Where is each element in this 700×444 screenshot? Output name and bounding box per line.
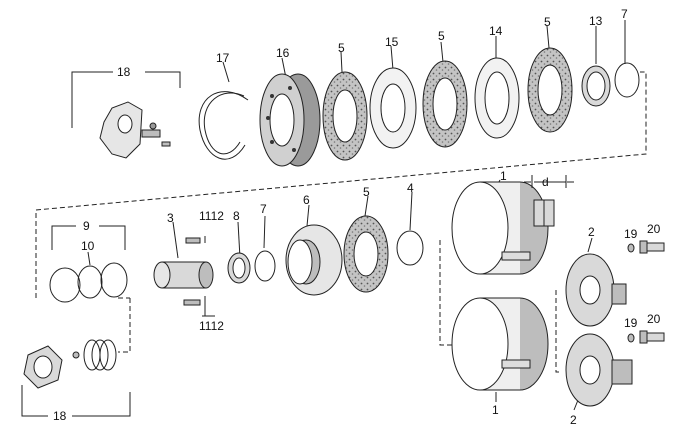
label-d: d: [542, 175, 549, 189]
part-3-hub: [153, 261, 214, 289]
label-18-bottom: 18: [53, 409, 67, 423]
label-2-bottom: 2: [570, 413, 577, 427]
label-15: 15: [385, 35, 399, 49]
keys-11-12: [183, 237, 201, 306]
label-19-bottom: 19: [624, 316, 638, 330]
steel-disc-14: [474, 57, 520, 139]
bolts-19-20-top: [627, 240, 665, 254]
label-20-top: 20: [647, 222, 661, 236]
label-3: 3: [167, 211, 174, 225]
label-1112-top: 1112: [199, 209, 224, 223]
ring-4: [396, 230, 424, 266]
label-5-d: 5: [363, 185, 370, 199]
label-1-bottom: 1: [492, 403, 499, 417]
part-18-bracket: [99, 101, 171, 159]
part-16-disc-carrier: [259, 73, 321, 167]
label-20-bottom: 20: [647, 312, 661, 326]
label-7-mid: 7: [260, 202, 267, 216]
label-13: 13: [589, 14, 603, 28]
dimension-d: [524, 175, 574, 188]
part-18-nut-spring: [23, 339, 117, 389]
label-18-top: 18: [117, 65, 131, 79]
label-5-b: 5: [438, 29, 445, 43]
label-5-c: 5: [544, 15, 551, 29]
friction-disc-5-b: [422, 60, 468, 148]
ring-8: [227, 252, 251, 284]
friction-disc-5-a: [322, 71, 368, 161]
label-7-top: 7: [621, 7, 628, 21]
friction-disc-5-d: [343, 215, 389, 293]
label-6: 6: [303, 193, 310, 207]
callout-labels: 18 17 16 5 15 5 14 5 13 7 1 d 9 10 3 111…: [53, 7, 661, 427]
label-17: 17: [216, 51, 230, 65]
steel-disc-15: [369, 67, 417, 149]
snap-ring-7-top: [614, 62, 640, 98]
ring-13: [581, 65, 611, 107]
snap-ring-7-mid: [254, 250, 276, 282]
label-9: 9: [83, 219, 90, 233]
label-1-top: 1: [500, 169, 507, 183]
label-14: 14: [489, 24, 503, 38]
label-8: 8: [233, 209, 240, 223]
friction-disc-5-c: [527, 47, 573, 133]
cover-2-bottom: [565, 333, 633, 407]
housing-1-top: [451, 181, 566, 275]
o-rings-9-10: [49, 262, 128, 303]
housing-1-bottom: [451, 297, 549, 391]
leader-lines: [21, 20, 647, 417]
part-17-spring-clip: [198, 91, 249, 160]
label-19-top: 19: [624, 227, 638, 241]
label-4: 4: [407, 181, 414, 195]
bolts-19-20-bottom: [627, 330, 665, 344]
label-5-a: 5: [338, 41, 345, 55]
part-6-piston: [285, 224, 343, 296]
label-2-top: 2: [588, 225, 595, 239]
label-1112-bottom: 1112: [199, 319, 224, 333]
label-16: 16: [276, 46, 290, 60]
cover-2-top: [565, 253, 627, 327]
label-10: 10: [81, 239, 95, 253]
